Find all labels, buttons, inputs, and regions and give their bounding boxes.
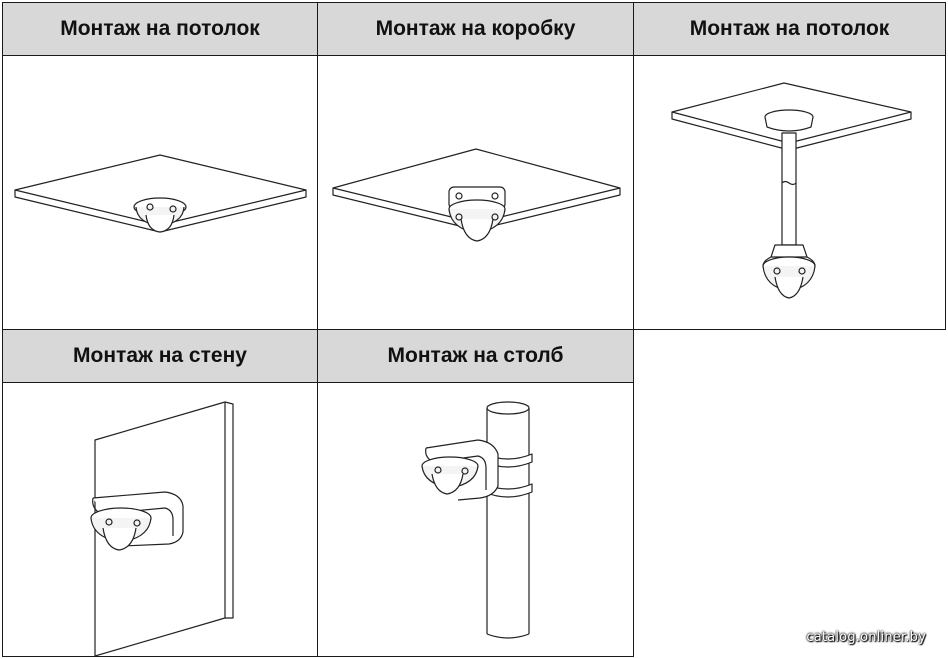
panel-pendant-mount: Монтаж на потолок — [633, 2, 946, 330]
panel-wall-mount: Монтаж на стену — [2, 329, 318, 657]
panel-header: Монтаж на стену — [3, 330, 317, 383]
panel-header: Монтаж на коробку — [318, 3, 633, 56]
pendant-mount-illustration — [671, 82, 912, 299]
pole-mount-illustration — [421, 401, 533, 639]
panel-title: Монтаж на коробку — [375, 17, 576, 40]
panel-title: Монтаж на стену — [73, 344, 247, 367]
panel-title: Монтаж на столб — [387, 344, 564, 367]
box-mount-illustration — [332, 148, 621, 242]
panel-title: Монтаж на потолок — [60, 17, 260, 40]
panel-header: Монтаж на столб — [318, 330, 633, 383]
ceiling-mount-illustration — [14, 154, 307, 233]
panel-ceiling-mount: Монтаж на потолок — [2, 2, 318, 330]
panel-header: Монтаж на потолок — [3, 3, 317, 56]
panel-box-mount: Монтаж на коробку — [317, 2, 634, 330]
panel-pole-mount: Монтаж на столб — [317, 329, 634, 657]
panel-title: Монтаж на потолок — [689, 17, 890, 40]
wall-mount-illustration — [90, 401, 234, 656]
watermark: catalog.onliner.by — [806, 630, 926, 645]
panel-header: Монтаж на потолок — [634, 3, 945, 56]
